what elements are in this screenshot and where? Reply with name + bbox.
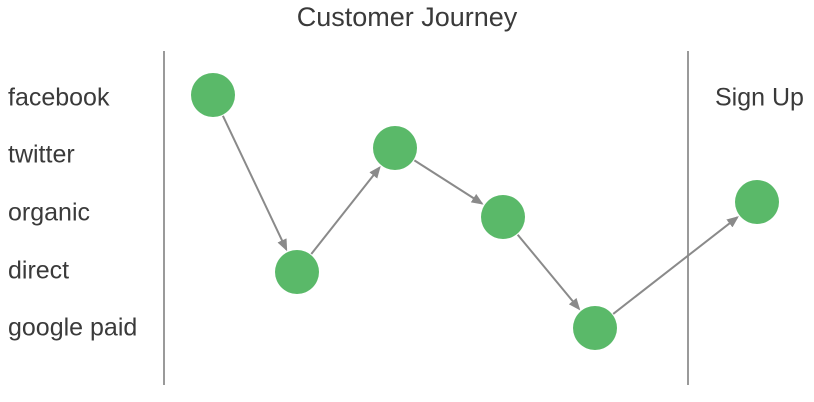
channel-label-direct: direct [8,256,70,285]
journey-node-sign-up [735,180,779,224]
journey-node-facebook [191,73,235,117]
channel-label-google-paid: google paid [8,313,138,342]
journey-arrow-4 [516,234,581,311]
channel-label-facebook: facebook [8,83,110,112]
journey-node-direct [275,250,319,294]
journey-node-google-paid [573,306,617,350]
journey-node-twitter [373,126,417,170]
journey-arrow-5 [612,216,739,315]
journey-arrow-1 [221,115,288,252]
journey-arrow-3 [413,159,484,205]
signup-label: Sign Up [715,83,804,112]
diagram-title: Customer Journey [296,2,518,32]
channel-label-twitter: twitter [8,140,75,169]
channel-label-organic: organic [8,198,90,227]
journey-arrow-2 [310,166,381,255]
journey-node-organic [481,195,525,239]
